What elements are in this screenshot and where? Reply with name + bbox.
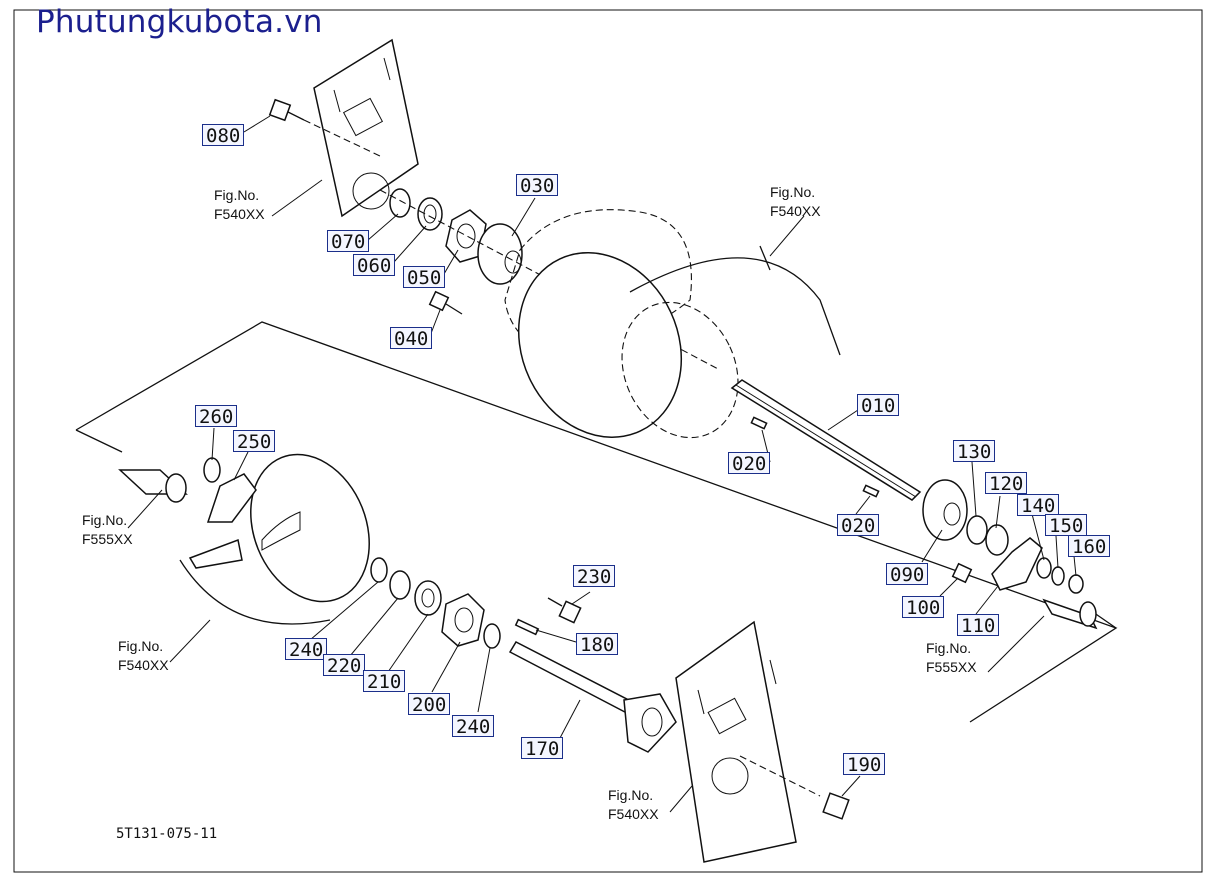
ring-240b bbox=[483, 623, 501, 649]
part-label-130[interactable]: 130 bbox=[953, 440, 996, 463]
part-label-230[interactable]: 230 bbox=[573, 565, 616, 588]
fig-ref-f555xx-right: Fig.No. F555XX bbox=[926, 640, 977, 675]
part-label-200[interactable]: 200 bbox=[408, 693, 451, 716]
diagram-code: 5T131-075-11 bbox=[116, 826, 218, 842]
part-label-070[interactable]: 070 bbox=[327, 230, 370, 253]
ring-260 bbox=[203, 457, 221, 483]
side-plate-lower bbox=[675, 620, 797, 863]
fig-ref-f540xx-top-left: Fig.No. F540XX bbox=[214, 187, 265, 222]
drawing-border bbox=[13, 9, 1203, 873]
part-label-030[interactable]: 030 bbox=[516, 174, 559, 197]
bolt-080 bbox=[268, 98, 381, 157]
key-180 bbox=[514, 618, 540, 636]
plane-outline bbox=[75, 321, 1118, 723]
arm-110 bbox=[991, 537, 1043, 591]
part-label-140[interactable]: 140 bbox=[1017, 494, 1060, 517]
drum-upper bbox=[504, 209, 841, 439]
part-label-020-a[interactable]: 020 bbox=[728, 452, 771, 475]
part-label-210[interactable]: 210 bbox=[363, 670, 406, 693]
bolt-040 bbox=[428, 290, 463, 315]
part-label-170[interactable]: 170 bbox=[521, 737, 564, 760]
leader-lines bbox=[127, 115, 1077, 813]
part-label-240-b[interactable]: 240 bbox=[452, 715, 495, 738]
flange-200 bbox=[441, 593, 485, 647]
fig-ref-f540xx-bottom-left: Fig.No. F540XX bbox=[118, 638, 169, 673]
ring-240a bbox=[370, 557, 388, 583]
part-label-250[interactable]: 250 bbox=[233, 430, 276, 453]
fig-ref-f540xx-top-right: Fig.No. F540XX bbox=[770, 184, 821, 219]
shaft-170 bbox=[508, 641, 677, 753]
part-label-240-a[interactable]: 240 bbox=[285, 638, 328, 661]
part-label-110[interactable]: 110 bbox=[957, 614, 1000, 637]
arm-250 bbox=[206, 473, 257, 523]
shaft-end-right bbox=[1042, 598, 1098, 630]
bolt-230 bbox=[558, 600, 582, 624]
drum-lower bbox=[179, 453, 370, 625]
seal-070 bbox=[389, 188, 411, 218]
washer-150 bbox=[1051, 566, 1065, 586]
part-label-260[interactable]: 260 bbox=[195, 405, 238, 428]
part-label-150[interactable]: 150 bbox=[1045, 514, 1088, 537]
part-label-040[interactable]: 040 bbox=[390, 327, 433, 350]
bearing-120 bbox=[985, 524, 1009, 556]
side-plate-upper bbox=[313, 38, 419, 218]
bolt-100 bbox=[951, 562, 973, 584]
part-label-100[interactable]: 100 bbox=[902, 596, 945, 619]
part-label-020-b[interactable]: 020 bbox=[837, 514, 880, 537]
part-label-050[interactable]: 050 bbox=[403, 266, 446, 289]
watermark-text: Phutungkubota.vn bbox=[36, 4, 323, 40]
part-label-180[interactable]: 180 bbox=[576, 633, 619, 656]
bolt-190 bbox=[739, 755, 850, 820]
ring-220 bbox=[389, 570, 411, 600]
shaft-end-left bbox=[118, 469, 188, 503]
nut-160 bbox=[1068, 574, 1084, 594]
bearing-210 bbox=[414, 580, 442, 616]
part-label-190[interactable]: 190 bbox=[843, 753, 886, 776]
shaft-010 bbox=[730, 379, 922, 501]
part-label-060[interactable]: 060 bbox=[353, 254, 396, 277]
fig-ref-f540xx-bottom: Fig.No. F540XX bbox=[608, 787, 659, 822]
part-label-120[interactable]: 120 bbox=[985, 472, 1028, 495]
part-label-090[interactable]: 090 bbox=[886, 563, 929, 586]
part-label-080[interactable]: 080 bbox=[202, 124, 245, 147]
part-label-160[interactable]: 160 bbox=[1068, 535, 1111, 558]
seal-130 bbox=[966, 515, 988, 545]
part-label-010[interactable]: 010 bbox=[857, 394, 900, 417]
part-label-220[interactable]: 220 bbox=[323, 654, 366, 677]
washer-140 bbox=[1036, 557, 1052, 579]
bearing-060 bbox=[417, 197, 443, 231]
fig-ref-f555xx-left: Fig.No. F555XX bbox=[82, 512, 133, 547]
